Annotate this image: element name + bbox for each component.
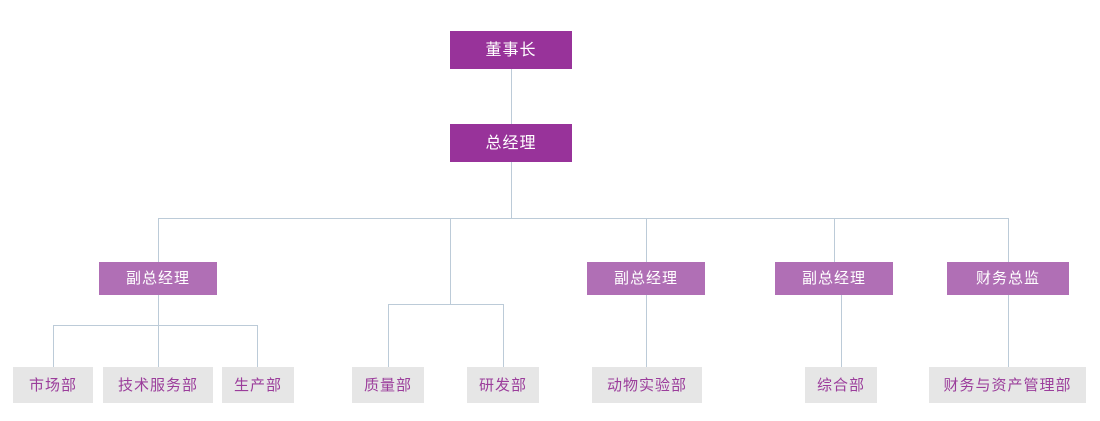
- node-vice-general-manager-1[interactable]: 副总经理: [99, 262, 217, 295]
- connector-vgm1-drop-prod: [257, 325, 258, 367]
- node-dept-marketing[interactable]: 市场部: [13, 367, 93, 403]
- connector-vgm1-bus: [53, 325, 258, 326]
- connector-mid-bus: [388, 304, 503, 305]
- node-general-manager[interactable]: 总经理: [450, 124, 572, 162]
- connector-bus-drop-vgm3: [834, 218, 835, 262]
- node-chairman[interactable]: 董事长: [450, 31, 572, 69]
- connector-bus-drop-vgm2: [646, 218, 647, 262]
- node-dept-technical-service[interactable]: 技术服务部: [103, 367, 213, 403]
- connector-bus-drop-mid: [450, 218, 451, 304]
- connector-vgm3-to-general: [841, 295, 842, 367]
- node-cfo[interactable]: 财务总监: [947, 262, 1069, 295]
- connector-vgm1-stem: [158, 295, 159, 325]
- node-vice-general-manager-2[interactable]: 副总经理: [587, 262, 705, 295]
- connector-vgm2-to-animal: [646, 295, 647, 367]
- node-dept-quality[interactable]: 质量部: [352, 367, 424, 403]
- node-dept-animal-laboratory[interactable]: 动物实验部: [592, 367, 702, 403]
- connector-vgm1-drop-tech: [158, 325, 159, 367]
- connector-main-bus: [158, 218, 1009, 219]
- node-dept-production[interactable]: 生产部: [222, 367, 294, 403]
- connector-bus-drop-vgm1: [158, 218, 159, 262]
- connector-vgm1-drop-marketing: [53, 325, 54, 367]
- connector-bus-drop-cfo: [1008, 218, 1009, 262]
- connector-gm-stem-down: [511, 162, 512, 218]
- node-dept-finance-asset-management[interactable]: 财务与资产管理部: [929, 367, 1086, 403]
- node-vice-general-manager-3[interactable]: 副总经理: [775, 262, 893, 295]
- connector-mid-drop-rnd: [503, 304, 504, 367]
- connector-mid-drop-quality: [388, 304, 389, 367]
- connector-chairman-to-gm: [511, 69, 512, 124]
- node-dept-research-development[interactable]: 研发部: [467, 367, 539, 403]
- node-dept-general-affairs[interactable]: 综合部: [805, 367, 877, 403]
- connector-cfo-to-finance: [1008, 295, 1009, 367]
